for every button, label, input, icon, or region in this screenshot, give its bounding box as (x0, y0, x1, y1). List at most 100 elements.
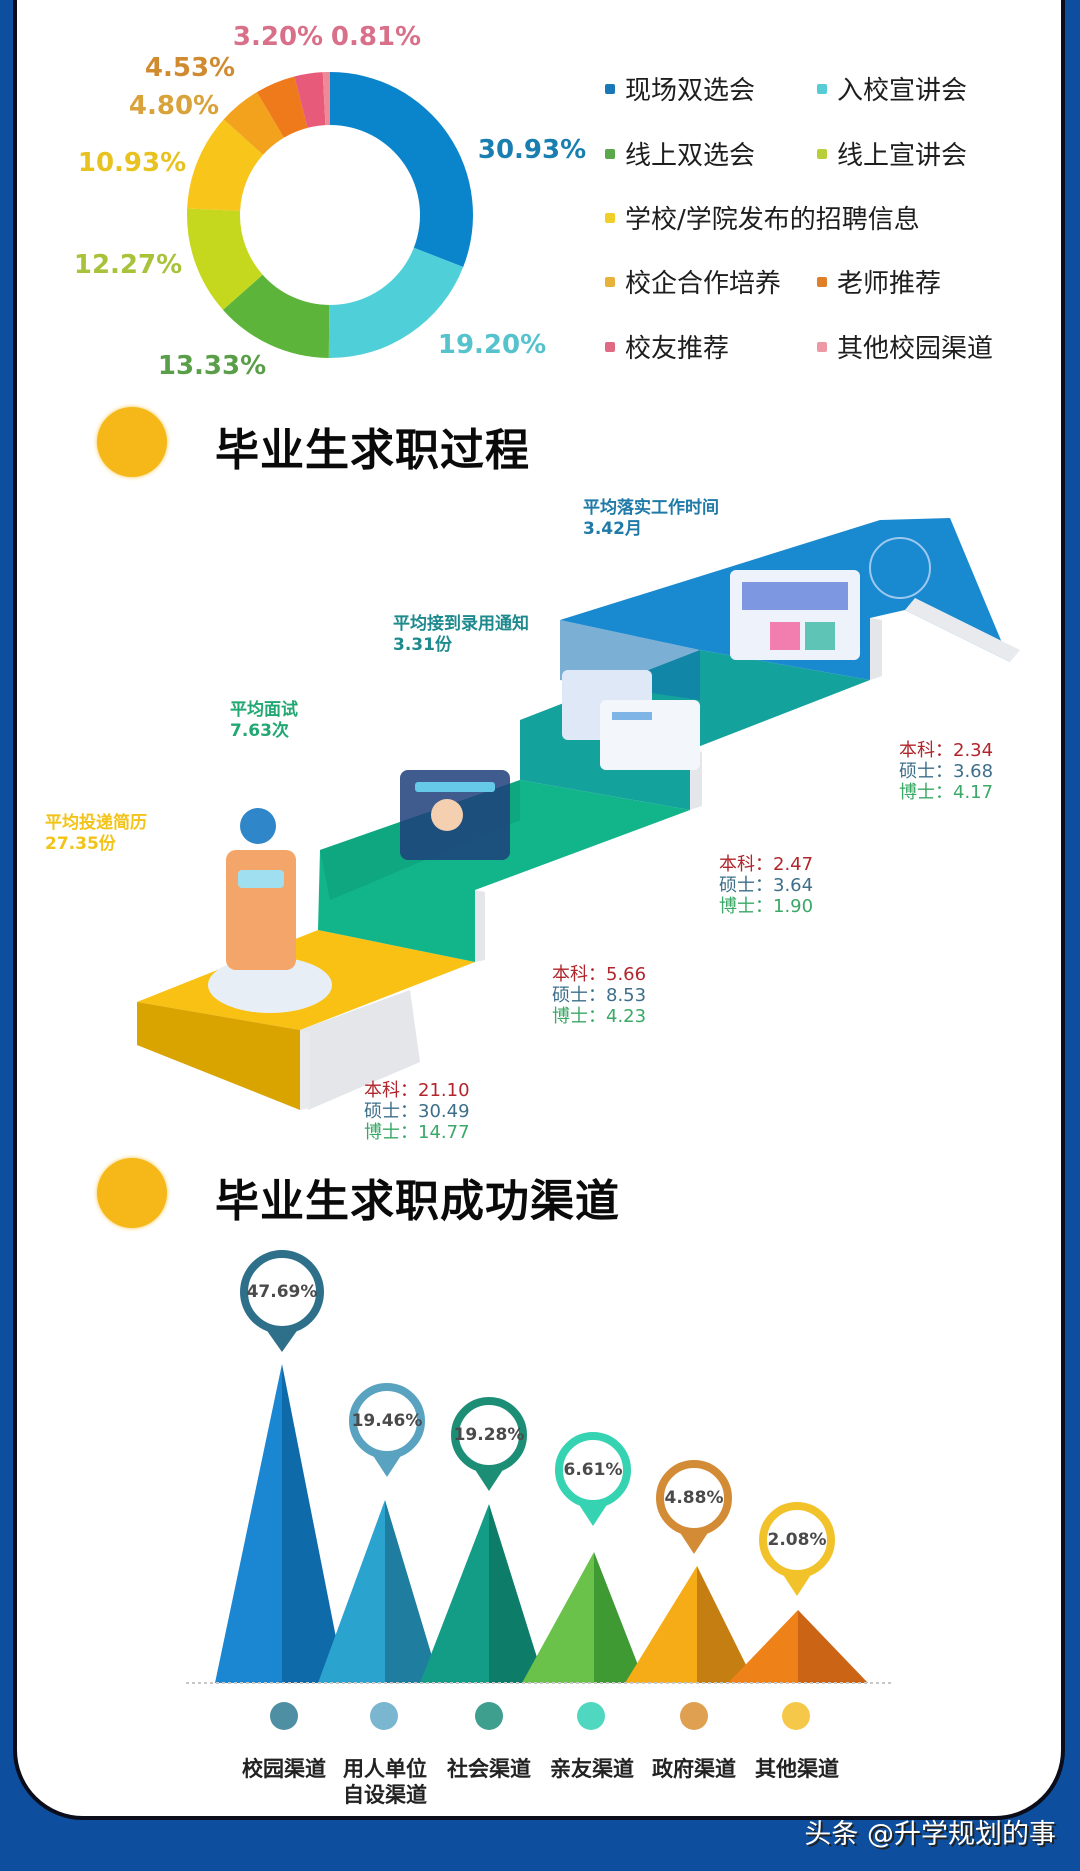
degree-breakdown-time-to-job: 本科：2.34 硕士：3.68 博士：4.17 (899, 740, 993, 803)
donut-label-teacher: 4.53% (144, 53, 236, 83)
donut-slice (187, 119, 264, 211)
degree-row-bachelor: 本科：2.47 (719, 854, 814, 875)
degree-row-bachelor: 本科：21.10 (364, 1080, 470, 1101)
degree-breakdown-interviews: 本科：5.66 硕士：8.53 博士：4.23 (552, 964, 646, 1027)
pin-marker-icon (656, 1460, 732, 1536)
degree-breakdown-offers: 本科：2.47 硕士：3.64 博士：1.90 (719, 854, 813, 917)
legend-item-onsite-fair: 现场双选会 (605, 70, 755, 107)
channel-label-employer: 用人单位自设渠道 (343, 1757, 427, 1807)
donut-label-online-fair: 13.33% (157, 351, 267, 381)
legend-item-other-campus: 其他校园渠道 (817, 328, 993, 365)
donut-label-alumni: 3.20% (232, 22, 324, 52)
legend-dot-other (782, 1702, 810, 1730)
degree-row-master: 硕士：3.68 (899, 761, 994, 782)
channel-label-social: 社会渠道 (447, 1757, 531, 1781)
legend-item-teacher: 老师推荐 (817, 263, 941, 300)
legend-swatch (817, 148, 827, 159)
legend-swatch (605, 83, 615, 94)
legend-label: 校企合作培养 (625, 269, 782, 299)
pyramid-social (420, 1504, 545, 1683)
step-label-interviews: 平均面试 7.63次 (230, 700, 298, 742)
step-label-time-to-job: 平均落实工作时间 3.42月 (583, 498, 719, 540)
staircase-illustration (137, 518, 1020, 1110)
donut-slice (186, 208, 263, 310)
degree-row-master: 硕士：30.49 (364, 1101, 470, 1122)
legend-swatch (605, 341, 615, 352)
legend-label: 现场双选会 (625, 76, 756, 106)
degree-row-bachelor: 本科：2.34 (899, 740, 994, 761)
donut-label-coop: 4.80% (128, 91, 220, 121)
pin-value-campus: 47.69% (246, 1282, 318, 1302)
pin-marker-icon (240, 1250, 324, 1334)
pin-value-family: 6.61% (563, 1460, 623, 1480)
step-value: 3.42月 (583, 519, 642, 539)
degree-row-doctor: 博士：4.23 (552, 1006, 647, 1027)
step-title: 平均面试 (230, 700, 298, 720)
watermark: 头条 @升学规划的事 (804, 1819, 1056, 1850)
section-bullet-icon (97, 407, 167, 477)
pyramid-employer (318, 1500, 440, 1683)
legend-item-online-talk: 线上宣讲会 (817, 135, 967, 172)
legend-dot-employer (370, 1702, 398, 1730)
pin-marker-icon (349, 1383, 425, 1459)
pin-marker-icon (555, 1432, 631, 1508)
legend-label: 老师推荐 (837, 269, 942, 299)
pyramid-other (728, 1610, 868, 1683)
pin-value-social: 19.28% (453, 1425, 525, 1445)
pin-value-employer: 19.46% (351, 1411, 423, 1431)
degree-row-doctor: 博士：14.77 (364, 1122, 470, 1143)
channel-label-campus: 校园渠道 (242, 1757, 326, 1781)
donut-label-campus-talk: 19.20% (437, 330, 547, 360)
degree-row-doctor: 博士：4.17 (899, 782, 994, 803)
donut-label-school-info: 10.93% (77, 148, 187, 178)
pyramid-government (625, 1566, 755, 1683)
legend-label: 入校宣讲会 (837, 76, 968, 106)
degree-row-master: 硕士：3.64 (719, 875, 814, 896)
donut-slice (330, 72, 473, 268)
section-title-channels: 毕业生求职成功渠道 (215, 1176, 620, 1227)
donut-label-other-campus: 0.81% (330, 22, 422, 52)
pin-marker-icon (759, 1502, 835, 1578)
pyramid-campus (215, 1364, 345, 1683)
step-label-resumes: 平均投递简历 27.35份 (45, 813, 147, 855)
pin-marker-icon (451, 1397, 527, 1473)
legend-label: 校友推荐 (625, 334, 730, 364)
legend-item-online-fair: 线上双选会 (605, 135, 755, 172)
legend-dot-campus (270, 1702, 298, 1730)
step-value: 7.63次 (230, 721, 289, 741)
legend-swatch (817, 341, 827, 352)
channel-label-family: 亲友渠道 (550, 1757, 634, 1781)
donut-label-onsite: 30.93% (477, 135, 587, 165)
section-title-process: 毕业生求职过程 (215, 425, 530, 476)
donut-slice (322, 72, 330, 126)
pin-value-other: 2.08% (767, 1530, 827, 1550)
infographic-card (13, 0, 1065, 1820)
step-label-offers: 平均接到录用通知 3.31份 (393, 614, 529, 656)
legend-swatch (605, 212, 615, 223)
donut-slice (222, 274, 330, 358)
donut-slice (256, 76, 308, 138)
channel-label-government: 政府渠道 (652, 1757, 736, 1781)
degree-row-bachelor: 本科：5.66 (552, 964, 647, 985)
step-title: 平均投递简历 (45, 813, 147, 833)
legend-label: 学校/学院发布的招聘信息 (625, 205, 920, 235)
donut-label-online-talk: 12.27% (73, 250, 183, 280)
legend-swatch (605, 148, 615, 159)
legend-item-school-info: 学校/学院发布的招聘信息 (605, 199, 920, 236)
step-title: 平均落实工作时间 (583, 498, 719, 518)
legend-label: 线上宣讲会 (837, 141, 968, 171)
donut-slice (328, 247, 464, 358)
pin-value-government: 4.88% (664, 1488, 724, 1508)
legend-dot-family (577, 1702, 605, 1730)
step-value: 3.31份 (393, 635, 452, 655)
degree-row-doctor: 博士：1.90 (719, 896, 814, 917)
donut-slice (294, 72, 326, 128)
legend-item-alumni: 校友推荐 (605, 328, 729, 365)
section-bullet-icon (97, 1158, 167, 1228)
legend-swatch (817, 276, 827, 287)
step-value: 27.35份 (45, 834, 116, 854)
legend-dot-social (475, 1702, 503, 1730)
donut-slice (223, 92, 284, 155)
pyramid-family (522, 1552, 645, 1683)
